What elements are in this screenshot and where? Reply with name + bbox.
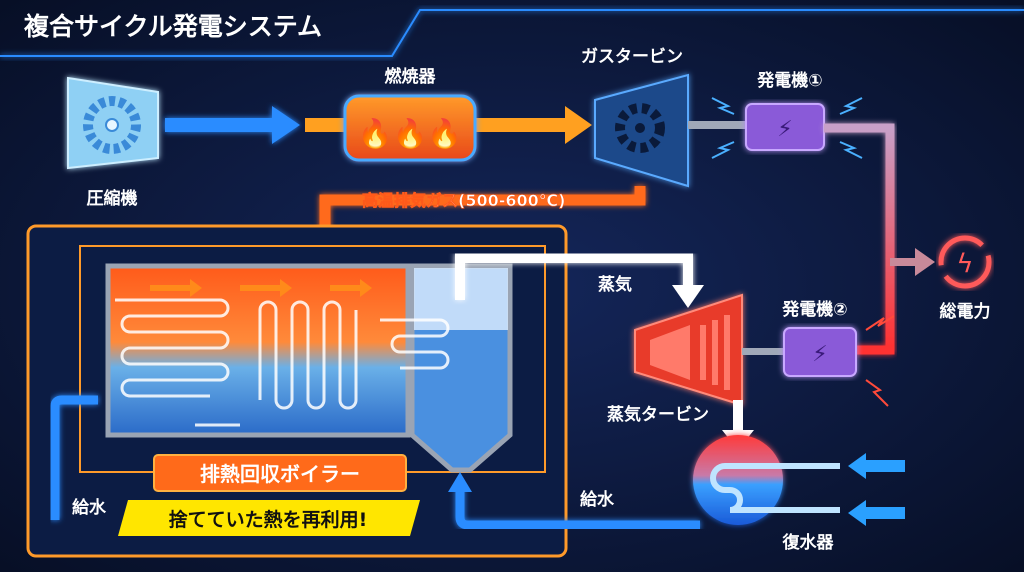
air-flow-arrow xyxy=(165,106,300,144)
total-power: ϟ 総電力 xyxy=(938,235,992,322)
power-arrow xyxy=(890,248,935,276)
feed-water-pipe-right xyxy=(455,488,700,530)
feed-water-left-label: 給水 xyxy=(72,497,107,518)
generator-2: ⚡ 発電機② xyxy=(781,299,895,407)
fuel-flow-arrow xyxy=(305,106,592,144)
page-title: 複合サイクル発電システム xyxy=(24,12,322,41)
steam-turbine-label: 蒸気タービン xyxy=(607,404,709,425)
feed-water-arrow xyxy=(448,472,472,492)
lightning-icon: ⚡ xyxy=(777,117,792,142)
combustor-label: 燃焼器 xyxy=(385,66,437,87)
hrsg-note-text: 捨てていた熱を再利用! xyxy=(169,508,368,531)
power-line xyxy=(824,123,895,355)
generator-2-label: 発電機② xyxy=(781,299,847,320)
turbine-fan-icon xyxy=(615,103,665,153)
hrsg-label: 排熱回収ボイラー xyxy=(200,462,360,486)
title-bar: 複合サイクル発電システム xyxy=(0,9,1024,57)
gas-turbine-label: ガスタービン xyxy=(581,47,683,67)
exhaust-gas-label: 高温排気ガス(500-600℃) xyxy=(362,191,565,210)
steam-arrow xyxy=(672,285,704,308)
exhaust-pipe xyxy=(319,186,646,232)
combustor: 🔥🔥🔥 燃焼器 xyxy=(343,66,477,162)
feed-water-right-label: 給水 xyxy=(580,489,615,510)
generator-1-label: 発電機① xyxy=(756,70,822,91)
steam-pipe xyxy=(455,253,693,300)
feed-water-pipe-left xyxy=(50,395,98,520)
steam-label: 蒸気 xyxy=(598,274,632,295)
lightning-icon: ⚡ xyxy=(812,342,827,367)
heat-exchange-coils xyxy=(115,298,450,427)
spark-icons xyxy=(711,97,863,159)
hrsg-label-box: 排熱回収ボイラー xyxy=(153,454,407,492)
fan-icon xyxy=(83,96,141,154)
gas-turbine: ガスタービン xyxy=(581,47,689,188)
compressor-label: 圧縮機 xyxy=(87,188,138,209)
condenser: 復水器 xyxy=(693,435,840,553)
shaft-1 xyxy=(688,121,746,129)
generator-1: ⚡ 発電機① xyxy=(711,70,863,159)
hrsg-note: 捨てていた熱を再利用! xyxy=(118,500,420,536)
condenser-label: 復水器 xyxy=(782,532,835,553)
power-lightning-icon: ϟ xyxy=(956,249,973,279)
total-power-label: 総電力 xyxy=(940,301,991,322)
flame-icon: 🔥🔥🔥 xyxy=(358,117,463,150)
cooling-water-arrows xyxy=(848,453,905,526)
compressor: 圧縮機 xyxy=(67,76,159,209)
spark-icons xyxy=(865,315,895,407)
shaft-2 xyxy=(742,348,784,355)
heat-flow-arrows xyxy=(150,279,372,297)
